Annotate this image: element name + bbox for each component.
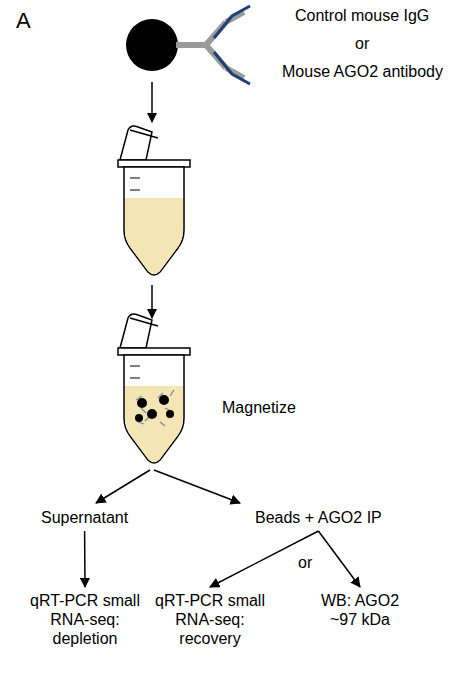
text-node: WB: AGO2 ~97 kDa xyxy=(312,590,408,630)
annotation-label: Mouse AGO2 antibody xyxy=(282,62,443,81)
node-text: Supernatant xyxy=(41,508,128,527)
text-node: qRT-PCR small RNA-seq: depletion xyxy=(26,590,144,649)
flow-arrow xyxy=(210,531,318,587)
annotation-label: or xyxy=(298,553,312,572)
text-node: qRT-PCR small RNA-seq: recovery xyxy=(151,590,269,649)
node-text: qRT-PCR small RNA-seq: recovery xyxy=(153,591,267,648)
node-text: qRT-PCR small RNA-seq: depletion xyxy=(28,591,142,648)
node-text: Beads + AGO2 IP xyxy=(255,508,382,527)
panel-letter: A xyxy=(16,8,31,33)
annotation-label: Control mouse IgG xyxy=(295,6,429,25)
flow-arrow xyxy=(318,531,360,587)
text-node: Beads + AGO2 IP xyxy=(253,507,384,528)
flow-arrow xyxy=(84,531,86,587)
text-node: Supernatant xyxy=(39,507,130,528)
annotation-label: Magnetize xyxy=(222,398,296,417)
annotation-label: or xyxy=(355,34,369,53)
node-text: WB: AGO2 ~97 kDa xyxy=(314,591,406,629)
